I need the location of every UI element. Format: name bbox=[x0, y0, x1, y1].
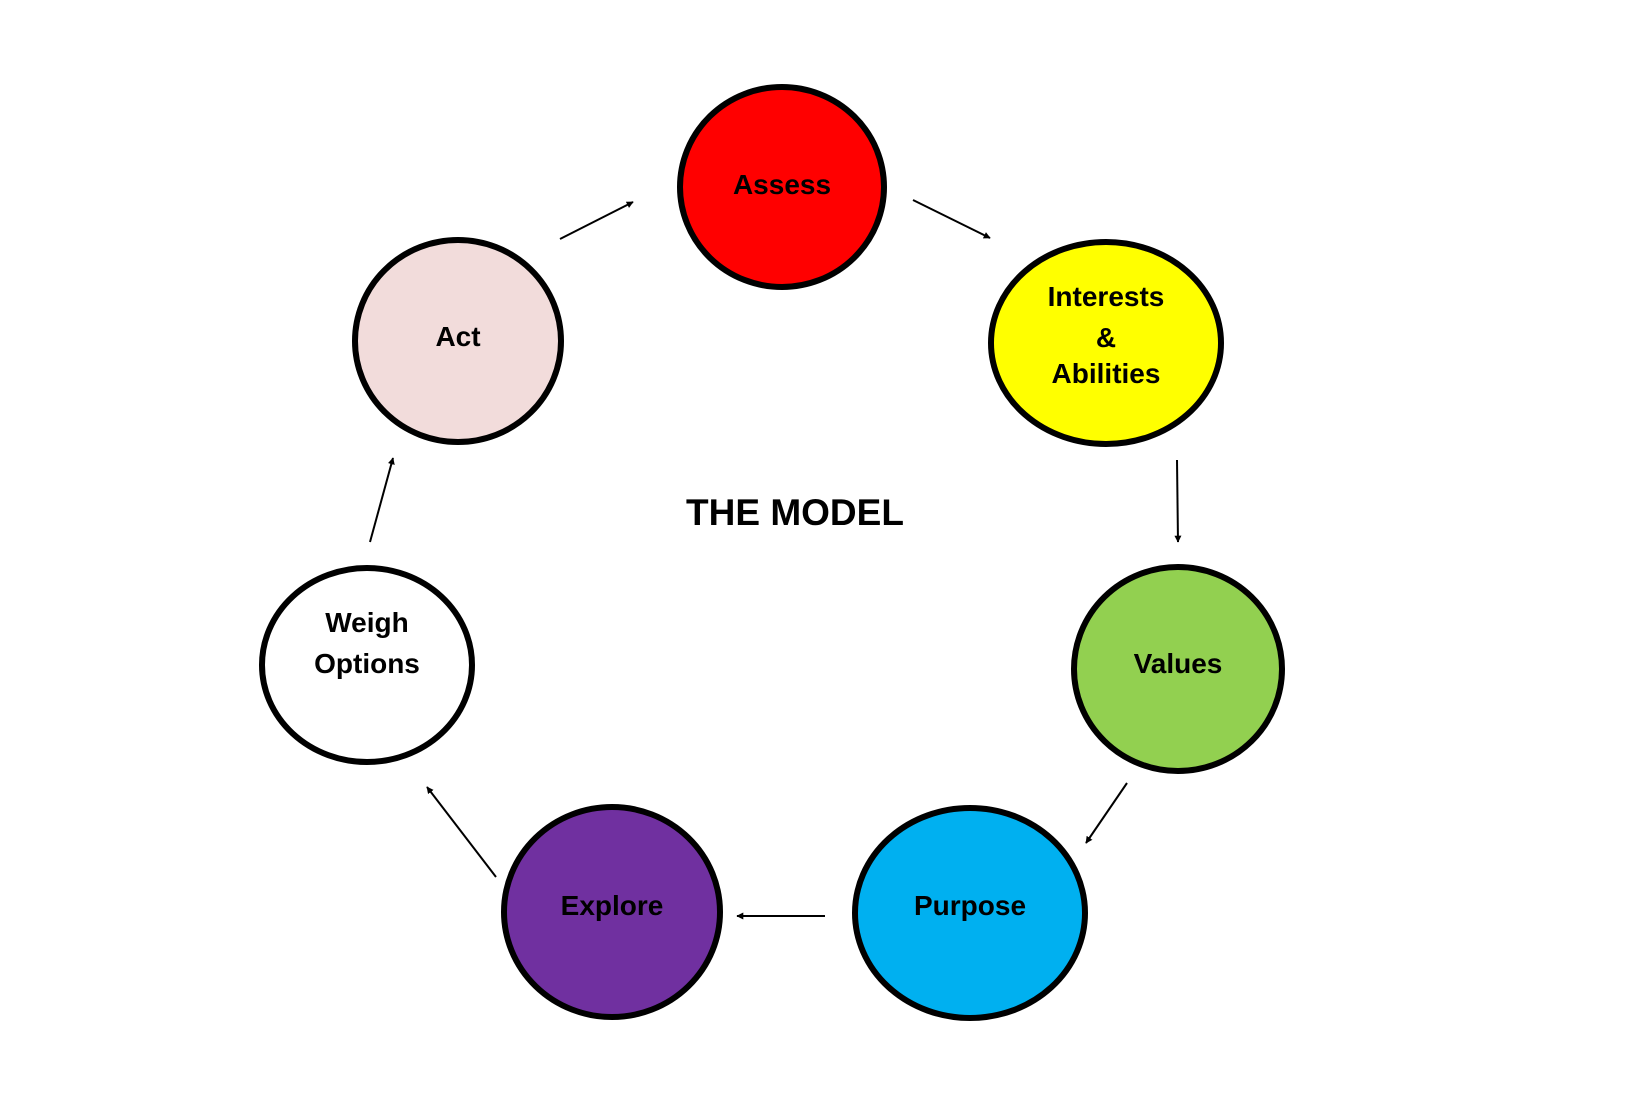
node-circle-weigh-options bbox=[259, 565, 475, 765]
node-label-interests-abilities: Interests bbox=[1048, 281, 1165, 312]
node-assess: Assess bbox=[677, 84, 887, 290]
node-label-values: Values bbox=[1134, 648, 1223, 679]
node-label-explore: Explore bbox=[561, 890, 664, 921]
node-act: Act bbox=[352, 237, 564, 445]
arrow-assess-to-interests-abilities bbox=[912, 199, 991, 239]
node-label-interests-abilities: & bbox=[1096, 322, 1116, 353]
node-label-assess: Assess bbox=[733, 169, 831, 200]
node-circle-purpose bbox=[852, 805, 1088, 1021]
node-purpose: Purpose bbox=[852, 805, 1088, 1021]
node-circle-values bbox=[1071, 564, 1285, 774]
node-label-act: Act bbox=[435, 321, 480, 352]
node-circle-assess bbox=[677, 84, 887, 290]
arrow-weigh-options-to-act bbox=[369, 457, 395, 543]
node-interests-abilities: Interests & Abilities bbox=[988, 239, 1224, 447]
node-label-interests-abilities: Abilities bbox=[1052, 358, 1161, 389]
arrow-interests-abilities-to-values bbox=[1174, 459, 1182, 543]
node-circle-interests-abilities bbox=[988, 239, 1224, 447]
arrow-act-to-assess bbox=[559, 201, 634, 240]
node-label-weigh-options: Weigh bbox=[325, 607, 408, 638]
node-values: Values bbox=[1071, 564, 1285, 774]
node-label-weigh-options: Options bbox=[314, 648, 420, 679]
edges-group bbox=[369, 199, 1182, 920]
diagram-title: THE MODEL bbox=[686, 492, 904, 533]
arrow-values-to-purpose bbox=[1085, 782, 1128, 844]
node-label-purpose: Purpose bbox=[914, 890, 1026, 921]
node-circle-act bbox=[352, 237, 564, 445]
node-circle-explore bbox=[501, 804, 723, 1020]
arrow-explore-to-weigh-options bbox=[426, 786, 497, 878]
node-explore: Explore bbox=[501, 804, 723, 1020]
